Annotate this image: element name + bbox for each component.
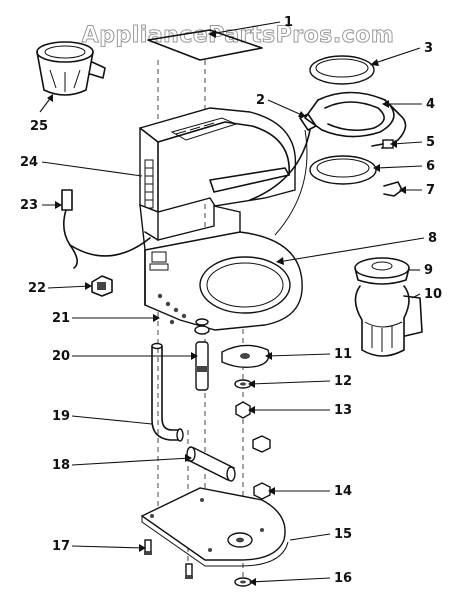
part-6-gasket <box>309 155 377 185</box>
part-20-tube <box>194 325 210 391</box>
callout-6: 6 <box>426 159 435 174</box>
callout-10: 10 <box>424 287 442 302</box>
callout-21: 21 <box>52 311 70 326</box>
callout-25: 25 <box>30 119 48 134</box>
callout-15: 15 <box>334 527 352 542</box>
part-10-carafe <box>354 285 423 357</box>
callout-22: 22 <box>28 281 46 296</box>
callout-2: 2 <box>256 93 265 108</box>
callout-14: 14 <box>334 484 352 499</box>
part-19-hose <box>151 342 184 442</box>
callout-20: 20 <box>52 349 70 364</box>
part-22-switch <box>91 275 113 297</box>
callout-18: 18 <box>52 458 70 473</box>
part-18-tube-segment <box>186 446 236 482</box>
part-8-base-housing <box>144 231 303 331</box>
part-2-connector <box>249 113 317 201</box>
part-24-brewer-housing <box>139 107 297 257</box>
watermark-text: AppliancePartsPros.com <box>82 23 395 48</box>
callout-3: 3 <box>424 41 433 56</box>
part-13-nut <box>235 401 251 419</box>
callout-numbers: 1 2 3 4 5 6 7 8 9 10 11 12 13 14 15 16 1… <box>20 15 442 586</box>
leader-lines <box>39 21 425 586</box>
part-7-clip <box>383 181 403 197</box>
part-25-filter-basket <box>36 41 106 96</box>
callout-4: 4 <box>426 97 435 112</box>
callout-13: 13 <box>334 403 352 418</box>
callout-8: 8 <box>428 231 437 246</box>
callout-7: 7 <box>426 183 435 198</box>
callout-24: 24 <box>20 155 38 170</box>
part-16-foot <box>234 577 252 587</box>
callout-5: 5 <box>426 135 435 150</box>
part-5-thermostat <box>371 139 394 149</box>
part-23-power-cord <box>61 189 151 269</box>
callout-16: 16 <box>334 571 352 586</box>
part-11-warming-plate <box>221 344 270 369</box>
part-9-carafe-lid <box>354 257 410 285</box>
callout-12: 12 <box>334 374 352 389</box>
callout-19: 19 <box>52 409 70 424</box>
callout-11: 11 <box>334 347 352 362</box>
callout-1: 1 <box>284 15 293 30</box>
callout-23: 23 <box>20 198 38 213</box>
callout-17: 17 <box>52 539 70 554</box>
part-1-cover-plate <box>147 29 263 61</box>
part-21-screws <box>157 293 187 325</box>
part-17-screws <box>144 539 193 579</box>
grommets <box>195 318 271 500</box>
part-3-spray-disk <box>309 55 375 85</box>
callout-9: 9 <box>424 263 433 278</box>
part-15-bottom-plate <box>140 487 289 567</box>
internal-wire <box>274 129 308 236</box>
